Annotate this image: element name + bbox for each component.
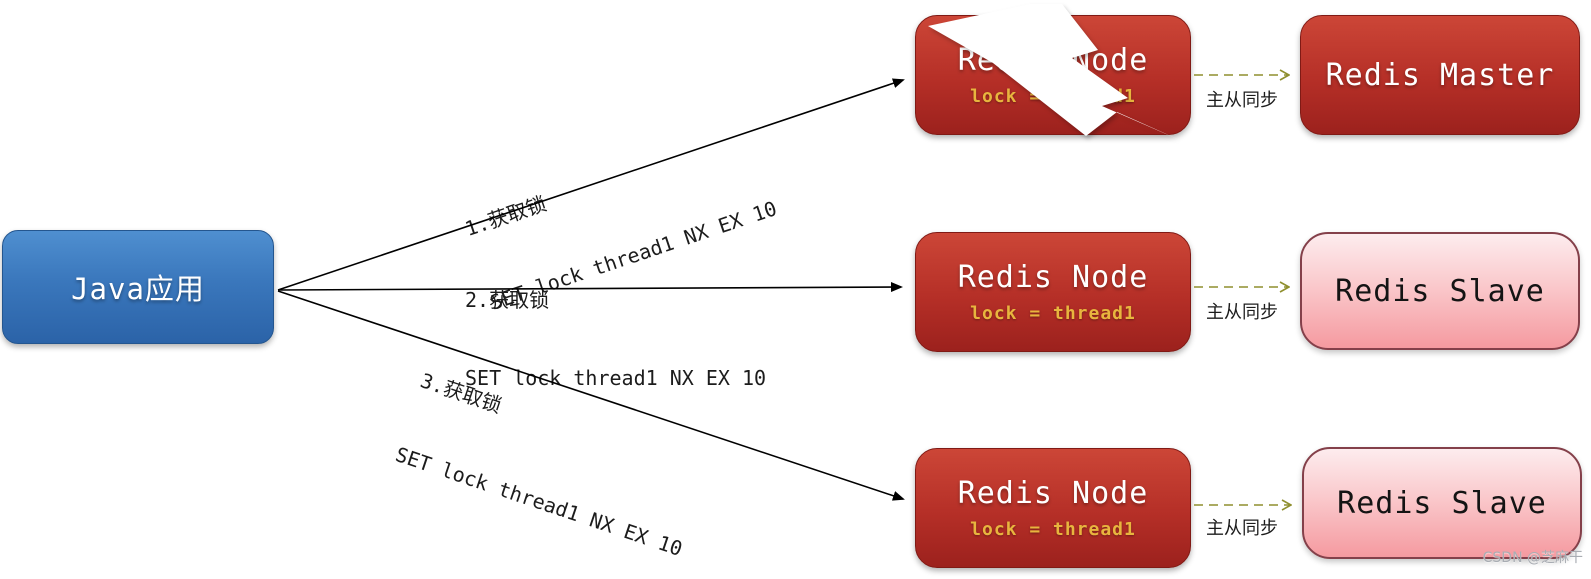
redis-slave-node-1: Redis Slave (1300, 232, 1580, 350)
redis-slave-2-title: Redis Slave (1337, 485, 1547, 521)
redis-node-2: Redis Node lock = thread1 (915, 232, 1191, 352)
redis-node-2-lock-value: lock = thread1 (970, 303, 1136, 324)
sync-label-1: 主从同步 (1206, 90, 1278, 111)
redis-node-3-title: Redis Node (957, 476, 1149, 511)
redis-node-1: Redis Node lock = thread1 (915, 15, 1191, 135)
sync-label-2: 主从同步 (1206, 302, 1278, 323)
redis-master-title: Redis Master (1325, 57, 1555, 93)
redis-master-node: Redis Master (1300, 15, 1580, 135)
redis-node-3: Redis Node lock = thread1 (915, 448, 1191, 568)
redis-node-1-lock-value: lock = thread1 (970, 86, 1136, 107)
redis-node-2-title: Redis Node (957, 260, 1149, 295)
lock-label-2-step: 2.获取锁 (465, 288, 550, 312)
sync-label-3: 主从同步 (1206, 518, 1278, 539)
java-app-label: Java应用 (71, 272, 205, 306)
redis-slave-1-title: Redis Slave (1335, 273, 1545, 309)
watermark: CSDN @芝麻干 (1482, 550, 1583, 566)
redis-slave-node-2: Redis Slave (1302, 447, 1582, 559)
redis-node-1-title: Redis Node (957, 43, 1149, 78)
java-app-node: Java应用 (2, 230, 274, 344)
redis-node-3-lock-value: lock = thread1 (970, 519, 1136, 540)
